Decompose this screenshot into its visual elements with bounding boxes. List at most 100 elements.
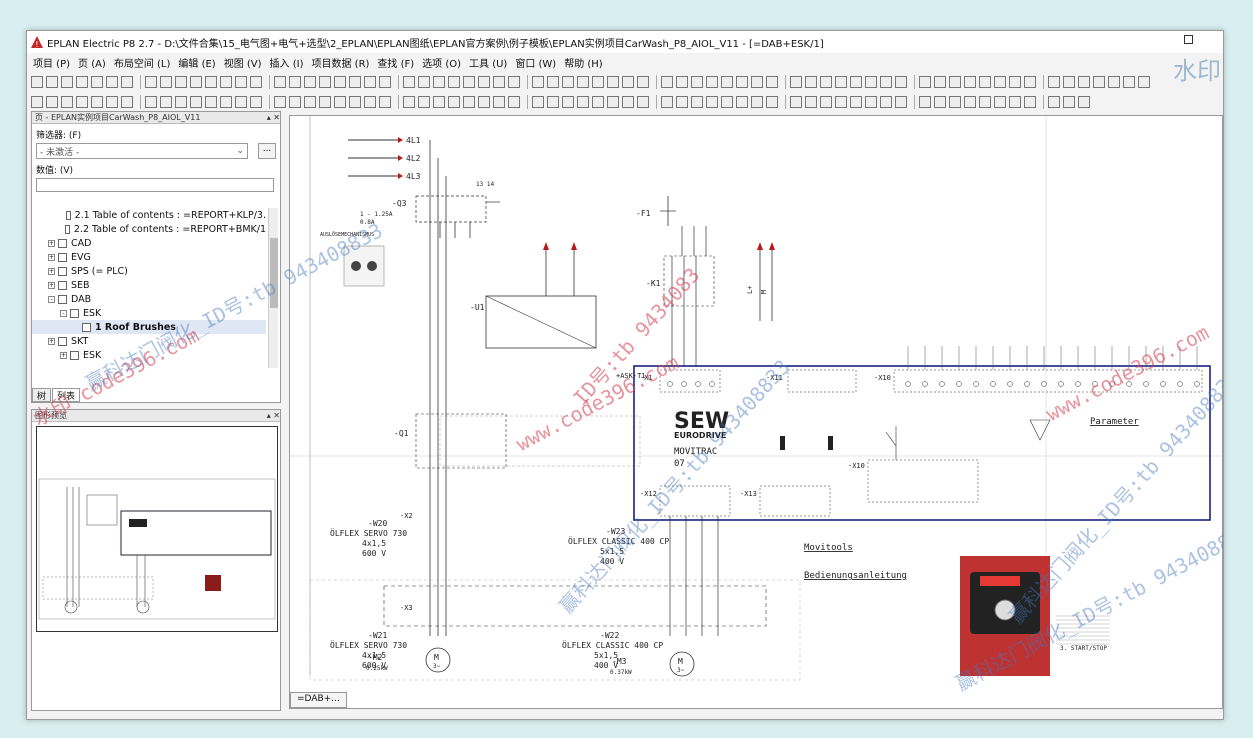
close-icon[interactable]: ▴ ✕ <box>266 113 280 122</box>
toolbar-tool-icon[interactable] <box>880 76 892 88</box>
toolbar-tool-icon[interactable] <box>289 96 301 108</box>
toolbar-tool-icon[interactable] <box>736 76 748 88</box>
toolbar-tool-icon[interactable] <box>493 76 505 88</box>
toolbar-tool-icon[interactable] <box>706 96 718 108</box>
toolbar-tool-icon[interactable] <box>478 76 490 88</box>
toolbar-tool-icon[interactable] <box>175 96 187 108</box>
expand-toggle-icon[interactable]: - <box>48 295 55 303</box>
tree-scrollbar[interactable] <box>268 208 278 368</box>
toolbar-tool-icon[interactable] <box>448 96 460 108</box>
toolbar-tool-icon[interactable] <box>319 96 331 108</box>
toolbar-tool-icon[interactable] <box>934 96 946 108</box>
menu-item-9[interactable]: 工具 (U) <box>469 58 508 70</box>
toolbar-tool-icon[interactable] <box>1009 96 1021 108</box>
toolbar-tool-icon[interactable] <box>979 96 991 108</box>
toolbar-tool-icon[interactable] <box>577 76 589 88</box>
toolbar-tool-icon[interactable] <box>805 76 817 88</box>
toolbar-tool-icon[interactable] <box>1048 76 1060 88</box>
page-tab[interactable]: =DAB+... <box>290 692 347 708</box>
toolbar-tool-icon[interactable] <box>205 96 217 108</box>
value-input[interactable] <box>36 178 274 192</box>
toolbar-tool-icon[interactable] <box>205 76 217 88</box>
toolbar-tool-icon[interactable] <box>676 96 688 108</box>
tree-item[interactable]: +SEB <box>32 278 266 292</box>
toolbar-tool-icon[interactable] <box>433 76 445 88</box>
toolbar-tool-icon[interactable] <box>463 76 475 88</box>
toolbar-tool-icon[interactable] <box>865 96 877 108</box>
toolbar-tool-icon[interactable] <box>835 96 847 108</box>
toolbar-tool-icon[interactable] <box>949 76 961 88</box>
menu-item-1[interactable]: 页 (A) <box>78 58 106 70</box>
filter-button[interactable]: ... <box>258 143 276 159</box>
tree-item[interactable]: 1 Roof Brushes <box>32 320 266 334</box>
toolbar-tool-icon[interactable] <box>607 96 619 108</box>
toolbar-tool-icon[interactable] <box>562 96 574 108</box>
toolbar-tool-icon[interactable] <box>865 76 877 88</box>
toolbar-tool-icon[interactable] <box>349 96 361 108</box>
toolbar-tool-icon[interactable] <box>190 76 202 88</box>
toolbar-tool-icon[interactable] <box>379 96 391 108</box>
toolbar-tool-icon[interactable] <box>979 76 991 88</box>
toolbar-tool-icon[interactable] <box>319 76 331 88</box>
filter-select[interactable]: - 未激活 - ⌄ <box>36 143 248 159</box>
toolbar-tool-icon[interactable] <box>964 76 976 88</box>
toolbar-tool-icon[interactable] <box>403 76 415 88</box>
tree-item[interactable]: +EVG <box>32 250 266 264</box>
expand-toggle-icon[interactable]: - <box>60 309 67 317</box>
toolbar-tool-icon[interactable] <box>76 96 88 108</box>
toolbar-tool-icon[interactable] <box>547 76 559 88</box>
toolbar-tool-icon[interactable] <box>1078 96 1090 108</box>
toolbar-tool-icon[interactable] <box>964 96 976 108</box>
toolbar-tool-icon[interactable] <box>637 76 649 88</box>
toolbar-tool-icon[interactable] <box>661 76 673 88</box>
menu-item-4[interactable]: 视图 (V) <box>223 58 262 70</box>
toolbar-tool-icon[interactable] <box>895 76 907 88</box>
toolbar-tool-icon[interactable] <box>1063 76 1075 88</box>
toolbar-tool-icon[interactable] <box>850 76 862 88</box>
toolbar-tool-icon[interactable] <box>1024 96 1036 108</box>
toolbar-tool-icon[interactable] <box>175 76 187 88</box>
expand-toggle-icon[interactable]: + <box>48 337 55 345</box>
tree-item[interactable]: -DAB <box>32 292 266 306</box>
toolbar-tool-icon[interactable] <box>820 76 832 88</box>
restore-icon[interactable] <box>1184 35 1193 44</box>
toolbar-tool-icon[interactable] <box>592 76 604 88</box>
toolbar-tool-icon[interactable] <box>1138 76 1150 88</box>
toolbar-tool-icon[interactable] <box>31 76 43 88</box>
toolbar-tool-icon[interactable] <box>691 76 703 88</box>
toolbar-tool-icon[interactable] <box>1093 76 1105 88</box>
toolbar-tool-icon[interactable] <box>31 96 43 108</box>
toolbar-tool-icon[interactable] <box>919 76 931 88</box>
toolbar-tool-icon[interactable] <box>919 96 931 108</box>
tree-item[interactable]: +ESK <box>32 348 266 362</box>
toolbar-tool-icon[interactable] <box>1024 76 1036 88</box>
toolbar-tool-icon[interactable] <box>304 96 316 108</box>
toolbar-tool-icon[interactable] <box>508 76 520 88</box>
toolbar-tool-icon[interactable] <box>1048 96 1060 108</box>
toolbar-tool-icon[interactable] <box>91 76 103 88</box>
toolbar-tool-icon[interactable] <box>433 96 445 108</box>
toolbar-tool-icon[interactable] <box>751 96 763 108</box>
expand-toggle-icon[interactable]: + <box>48 267 55 275</box>
toolbar-tool-icon[interactable] <box>850 96 862 108</box>
toolbar-tool-icon[interactable] <box>1123 76 1135 88</box>
toolbar-tool-icon[interactable] <box>766 96 778 108</box>
toolbar-tool-icon[interactable] <box>607 76 619 88</box>
toolbar-tool-icon[interactable] <box>448 76 460 88</box>
toolbar-tool-icon[interactable] <box>235 76 247 88</box>
toolbar-tool-icon[interactable] <box>562 76 574 88</box>
toolbar-tool-icon[interactable] <box>1078 76 1090 88</box>
tree-item[interactable]: 2.2 Table of contents : =REPORT+BMK/1 <box>32 222 266 236</box>
menu-item-11[interactable]: 帮助 (H) <box>564 58 603 70</box>
toolbar-tool-icon[interactable] <box>121 96 133 108</box>
toolbar-tool-icon[interactable] <box>145 76 157 88</box>
toolbar-tool-icon[interactable] <box>463 96 475 108</box>
toolbar-tool-icon[interactable] <box>304 76 316 88</box>
toolbar-tool-icon[interactable] <box>994 96 1006 108</box>
toolbar-tool-icon[interactable] <box>622 76 634 88</box>
toolbar-tool-icon[interactable] <box>220 96 232 108</box>
tree-item[interactable]: +CAD <box>32 236 266 250</box>
toolbar-tool-icon[interactable] <box>418 96 430 108</box>
expand-toggle-icon[interactable]: + <box>48 281 55 289</box>
toolbar-tool-icon[interactable] <box>145 96 157 108</box>
